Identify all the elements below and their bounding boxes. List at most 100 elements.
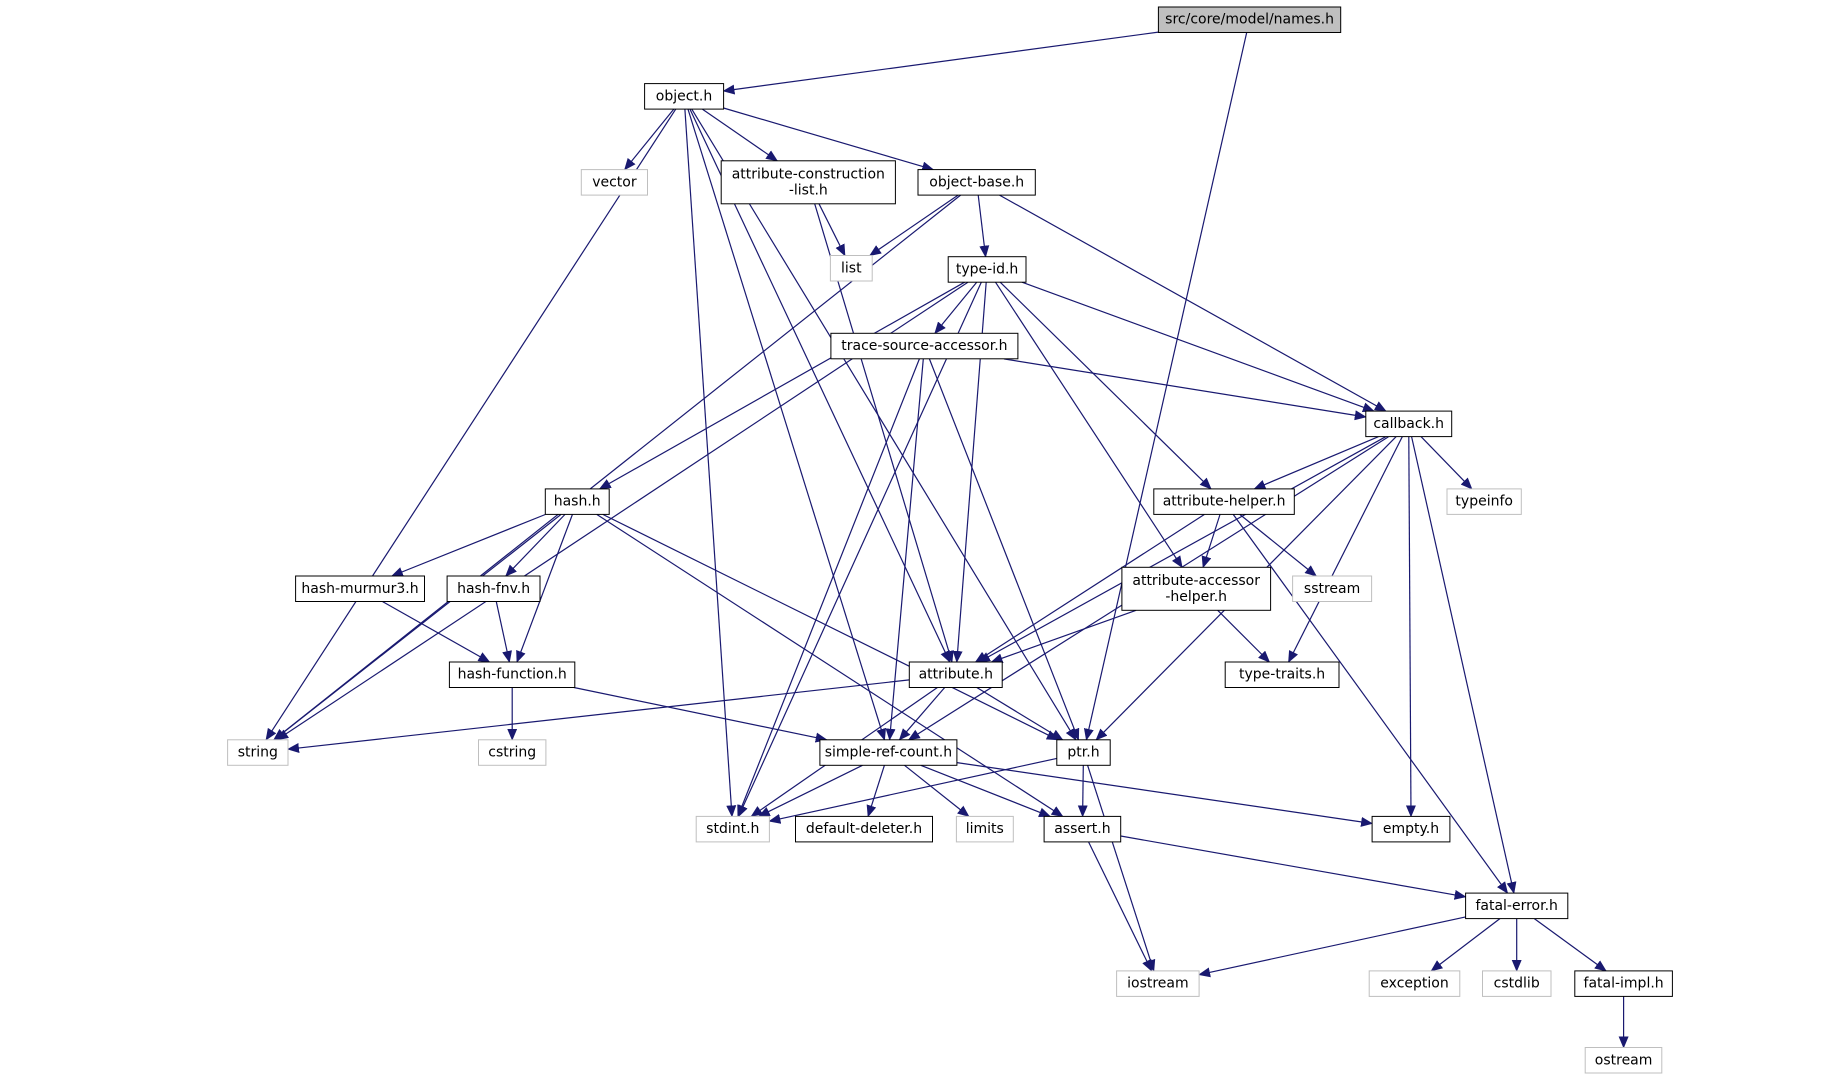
node-attrhelper[interactable]: attribute-helper.h [1153, 488, 1295, 515]
edge-tsa-to-stdint [737, 358, 920, 818]
node-attribute[interactable]: attribute.h [908, 661, 1003, 688]
node-object[interactable]: object.h [644, 83, 725, 110]
edge-fatal-to-exception [1430, 918, 1501, 972]
node-fnv[interactable]: hash-fnv.h [446, 575, 541, 602]
node-label-fatalimpl: fatal-impl.h [1584, 976, 1664, 992]
edge-assert-to-fatal [1120, 835, 1467, 900]
edge-attrhelper-to-aah [1201, 514, 1221, 569]
edge-hash-to-assert [596, 513, 1064, 817]
node-aah[interactable]: attribute-accessor-helper.h [1121, 566, 1272, 611]
edge-aah-to-attribute [990, 609, 1137, 664]
node-label-iostream: iostream [1127, 976, 1189, 992]
node-exception: exception [1368, 970, 1461, 997]
node-tsa[interactable]: trace-source-accessor.h [830, 332, 1019, 360]
edge-object-to-attrconst [702, 108, 779, 162]
node-empty[interactable]: empty.h [1371, 815, 1451, 843]
node-box-object [644, 83, 725, 110]
node-limits: limits [955, 815, 1014, 843]
node-label-string: string [238, 745, 278, 761]
node-label-attrhelper: attribute-helper.h [1163, 494, 1286, 510]
node-label-attrconst: attribute-construction [732, 166, 885, 182]
node-murmur[interactable]: hash-murmur3.h [295, 575, 425, 602]
edge-object-to-string [265, 108, 677, 741]
node-box-typetraits [1224, 661, 1340, 688]
node-label-cstdlib: cstdlib [1494, 976, 1540, 992]
edge-names-to-ptr [1083, 32, 1248, 741]
node-hashfunc[interactable]: hash-function.h [448, 661, 576, 688]
edge-hash-to-string [273, 514, 562, 741]
edge-aah-to-typetraits [1217, 609, 1271, 663]
node-label-stdint: stdint.h [706, 821, 759, 837]
node-vector: vector [580, 169, 648, 196]
node-sstream: sstream [1292, 575, 1373, 602]
node-ptr[interactable]: ptr.h [1056, 739, 1111, 766]
node-assert[interactable]: assert.h [1043, 815, 1122, 843]
edge-callback-to-fatal [1411, 436, 1517, 895]
edge-attrhelper-to-fatal [1232, 514, 1509, 894]
node-cstring: cstring [478, 739, 547, 766]
edge-src-to-empty [956, 762, 1374, 827]
edge-src-to-assert [920, 764, 1052, 818]
node-box-fatalimpl [1574, 970, 1673, 997]
node-label-limits: limits [966, 821, 1004, 837]
node-box-list [829, 255, 873, 282]
edge-objbase-to-list [869, 194, 959, 257]
node-box-typeid [947, 256, 1027, 283]
node-names[interactable]: src/core/model/names.h [1157, 6, 1342, 33]
edge-objbase-to-typeid [977, 195, 990, 258]
node-box-assert [1043, 815, 1122, 843]
node-label-hashfunc: hash-function.h [458, 667, 567, 683]
node-objbase[interactable]: object-base.h [917, 169, 1036, 196]
node-box-names [1157, 6, 1342, 33]
node-typetraits[interactable]: type-traits.h [1224, 661, 1340, 688]
edge-callback-to-typetraits [1288, 436, 1403, 663]
edge-fnv-to-hashfunc [495, 601, 512, 663]
node-label-assert: assert.h [1054, 821, 1110, 837]
node-deleter[interactable]: default-deleter.h [795, 815, 933, 843]
node-fatal[interactable]: fatal-error.h [1465, 892, 1569, 920]
edge-callback-to-attrhelper [1253, 436, 1379, 490]
node-box-iostream [1116, 970, 1200, 997]
node-attrconst[interactable]: attribute-construction-list.h [720, 160, 896, 205]
node-label-sstream: sstream [1304, 581, 1360, 597]
node-box-ptr [1056, 739, 1111, 766]
edge-attrhelper-to-sstream [1239, 514, 1317, 577]
node-label-typetraits: type-traits.h [1239, 667, 1325, 683]
node-label-empty: empty.h [1383, 821, 1439, 837]
node-callback[interactable]: callback.h [1365, 410, 1453, 438]
edge-assert-to-iostream [1088, 841, 1153, 972]
edge-hash-to-fnv [505, 514, 566, 577]
node-box-typeinfo [1446, 488, 1522, 515]
edge-object-to-objbase [723, 107, 935, 172]
edge-attribute-to-string [287, 679, 910, 753]
node-box-cstring [478, 739, 547, 766]
node-label-deleter: default-deleter.h [806, 821, 922, 837]
edge-ptr-to-iostream [1087, 765, 1156, 972]
node-box-objbase [917, 169, 1036, 196]
node-box-murmur [295, 575, 425, 602]
node-typeid[interactable]: type-id.h [947, 256, 1027, 283]
edge-tsa-to-ptr [928, 358, 1080, 741]
node-label-objbase: object-base.h [929, 174, 1024, 190]
node-label-typeid: type-id.h [956, 261, 1018, 277]
node-box-attrhelper [1153, 488, 1295, 515]
node-typeinfo: typeinfo [1446, 488, 1522, 515]
node-label-exception: exception [1380, 976, 1448, 992]
node-src[interactable]: simple-ref-count.h [819, 739, 958, 766]
edge-murmur-to-hashfunc [382, 601, 491, 663]
edge-names-to-object [722, 31, 1159, 95]
node-label-ptr: ptr.h [1067, 745, 1099, 761]
node-box-exception [1368, 970, 1461, 997]
node-hash[interactable]: hash.h [544, 488, 610, 515]
node-box-hash [544, 488, 610, 515]
node-cstdlib: cstdlib [1482, 970, 1552, 997]
edge-typeid-to-tsa [934, 281, 978, 335]
node-box-attrconst [720, 160, 896, 205]
edge-callback-to-empty [1405, 436, 1416, 818]
node-label-ostream: ostream [1595, 1052, 1653, 1068]
node-fatalimpl[interactable]: fatal-impl.h [1574, 970, 1673, 997]
edge-object-to-src [687, 109, 887, 741]
node-label-object: object.h [656, 88, 712, 104]
node-stdint: stdint.h [695, 815, 770, 843]
